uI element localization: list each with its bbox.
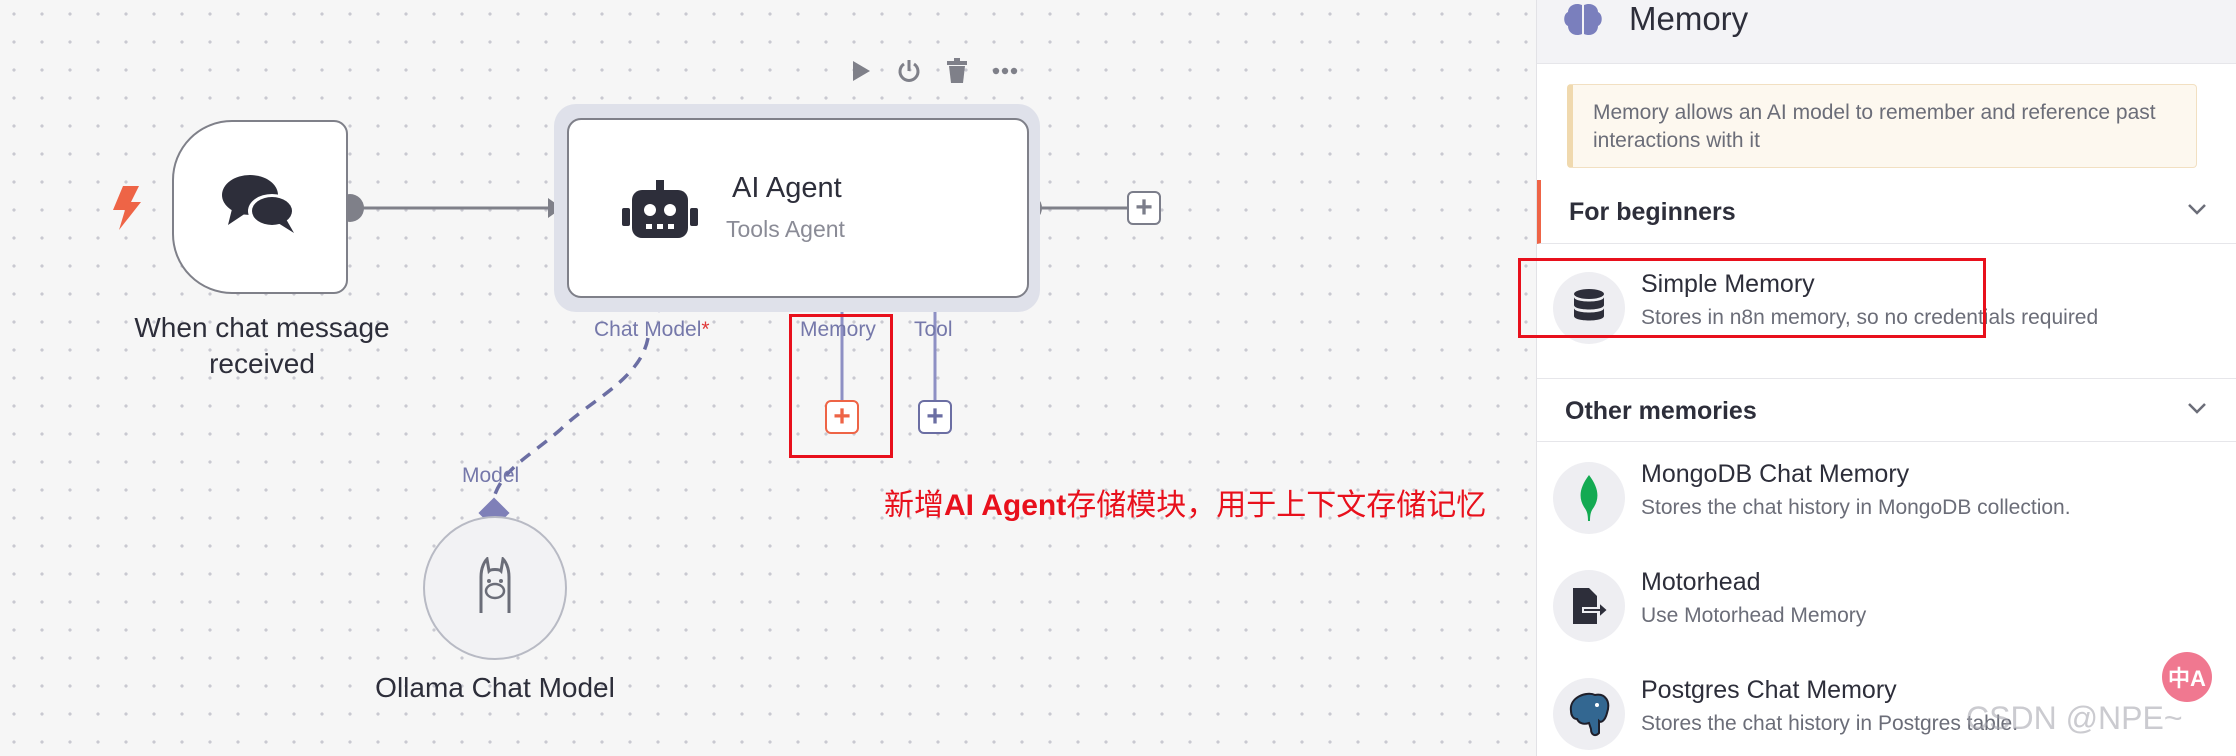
memory-highlight-box	[789, 314, 893, 458]
memory-info-notice: Memory allows an AI model to remember an…	[1567, 84, 2197, 168]
section-title: For beginners	[1569, 198, 1736, 226]
play-icon[interactable]	[846, 56, 876, 86]
mongodb-leaf-icon	[1553, 462, 1625, 534]
panel-title: Memory	[1629, 0, 1749, 37]
item-name: Postgres Chat Memory	[1641, 676, 1897, 704]
chat-bubbles-icon	[220, 173, 300, 242]
watermark: CSDN @NPE~	[1966, 700, 2183, 736]
section-other-memories[interactable]: Other memories	[1537, 378, 2236, 442]
model-connector-label: Model	[462, 464, 520, 487]
item-name: MongoDB Chat Memory	[1641, 460, 1910, 488]
section-for-beginners[interactable]: For beginners	[1537, 180, 2236, 244]
llama-icon	[471, 555, 519, 620]
simple-memory-highlight-box	[1518, 258, 1986, 338]
node-creator-panel: Memory Memory allows an AI model to reme…	[1536, 0, 2236, 756]
database-icon	[1553, 272, 1625, 344]
more-icon[interactable]	[990, 56, 1020, 86]
item-description: Stores the chat history in Postgres tabl…	[1641, 712, 2019, 735]
memory-connector-label: Memory	[800, 318, 876, 341]
chevron-down-icon[interactable]	[2187, 401, 2207, 420]
list-item-postgres-chat-memory[interactable]: Postgres Chat Memory Stores the chat his…	[1537, 664, 2236, 756]
item-description: Stores the chat history in MongoDB colle…	[1641, 496, 2071, 519]
ollama-node-label: Ollama Chat Model	[375, 672, 615, 703]
ollama-chat-model-node[interactable]	[423, 516, 567, 660]
power-icon[interactable]	[894, 56, 924, 86]
motorhead-icon	[1553, 570, 1625, 642]
postgres-elephant-icon	[1553, 678, 1625, 750]
list-item-mongodb-chat-memory[interactable]: MongoDB Chat Memory Stores the chat hist…	[1537, 448, 2236, 548]
trigger-bolt-icon	[113, 186, 141, 235]
floating-badge[interactable]: 中A	[2162, 652, 2212, 702]
tool-connector-label: Tool	[914, 318, 953, 341]
chevron-down-icon[interactable]	[2187, 202, 2207, 221]
brain-icon	[1563, 2, 1603, 43]
chat-trigger-node[interactable]	[172, 120, 348, 294]
robot-icon	[622, 180, 698, 245]
required-asterisk: *	[701, 318, 710, 341]
panel-header: Memory	[1537, 0, 2236, 64]
chat-model-connector-label: Chat Model*	[594, 318, 710, 341]
add-tool-button[interactable]: +	[918, 400, 952, 434]
item-description: Use Motorhead Memory	[1641, 604, 1867, 627]
add-memory-button[interactable]: +	[825, 400, 859, 434]
item-name: Simple Memory	[1641, 270, 1815, 298]
workflow-canvas[interactable]: When chat message received AI Agent Tool…	[0, 0, 1536, 756]
section-title: Other memories	[1565, 397, 1757, 425]
agent-subtitle: Tools Agent	[726, 216, 845, 242]
list-item-motorhead[interactable]: Motorhead Use Motorhead Memory	[1537, 556, 2236, 656]
trigger-node-label: When chat message received	[134, 312, 390, 379]
trash-icon[interactable]	[942, 56, 972, 86]
model-dashed-connection[interactable]	[490, 337, 650, 505]
agent-title: AI Agent	[732, 172, 842, 204]
add-next-node-button[interactable]: +	[1127, 191, 1161, 225]
red-annotation: 新增AI Agent存储模块，用于上下文存储记忆	[884, 489, 1487, 522]
node-toolbar	[846, 56, 1020, 86]
item-name: Motorhead	[1641, 568, 1761, 596]
